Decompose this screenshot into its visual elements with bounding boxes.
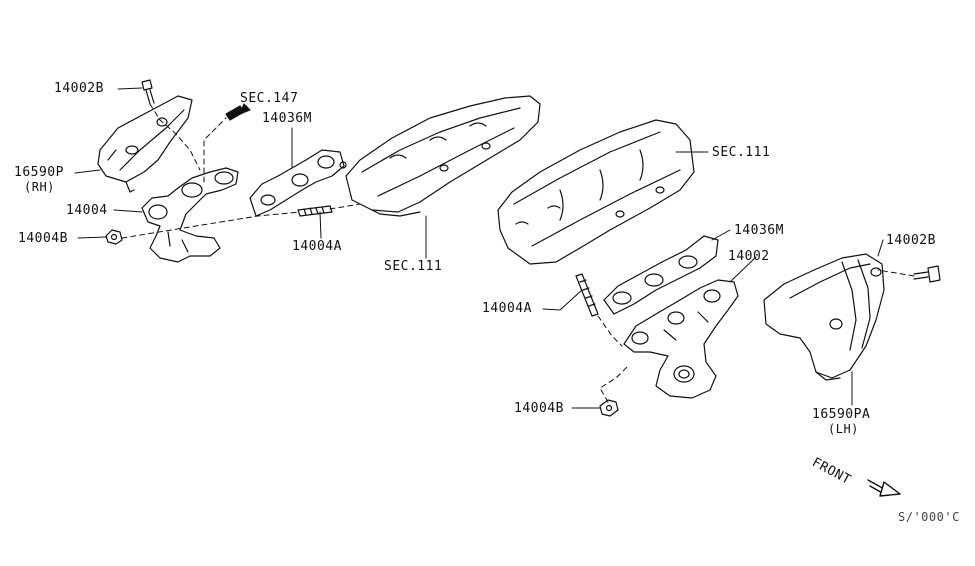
label-manifold-lh: 14002 xyxy=(728,249,770,264)
bolt-rh xyxy=(141,79,155,105)
stud-lh xyxy=(575,273,599,317)
connection-lines xyxy=(121,103,915,403)
nut-rh xyxy=(105,229,123,245)
gasket-lh xyxy=(603,235,719,315)
exhaust-manifold-lh xyxy=(623,279,739,399)
exhaust-manifold-rh xyxy=(141,167,239,263)
label-bolt-lh: 14002B xyxy=(886,233,936,248)
label-bolt-rh: 14002B xyxy=(54,81,104,96)
label-insulator-rh-side: (RH) xyxy=(24,180,55,194)
stud-rh xyxy=(297,205,333,217)
label-gasket-lh: 14036M xyxy=(734,223,784,238)
front-arrow xyxy=(867,479,901,497)
label-nut-lh: 14004B xyxy=(514,401,564,416)
label-stud-lh: 14004A xyxy=(482,301,532,316)
label-gasket-rh: 14036M xyxy=(262,111,312,126)
nut-lh xyxy=(599,399,619,417)
label-insulator-lh-side: (LH) xyxy=(828,422,859,436)
label-manifold-rh: 14004 xyxy=(66,203,108,218)
label-stud-rh: 14004A xyxy=(292,239,342,254)
catalog-code: S/'000'C xyxy=(898,510,960,524)
bolt-lh xyxy=(913,265,941,283)
label-nut-rh: 14004B xyxy=(18,231,68,246)
gasket-rh xyxy=(249,149,347,217)
leader-lines xyxy=(74,87,884,409)
heat-insulator-rh xyxy=(97,95,193,193)
heat-insulator-lh xyxy=(763,253,885,381)
label-insulator-lh-part: 16590PA xyxy=(812,407,871,422)
label-sec111-lh: SEC.111 xyxy=(712,145,771,160)
label-sec147: SEC.147 xyxy=(240,91,299,106)
label-insulator-rh-part: 16590P xyxy=(14,165,64,180)
cylinder-head-lh xyxy=(497,119,695,265)
cylinder-head-rh xyxy=(345,95,541,217)
sec147-arrow xyxy=(225,103,251,121)
label-sec111-rh: SEC.111 xyxy=(384,259,443,274)
